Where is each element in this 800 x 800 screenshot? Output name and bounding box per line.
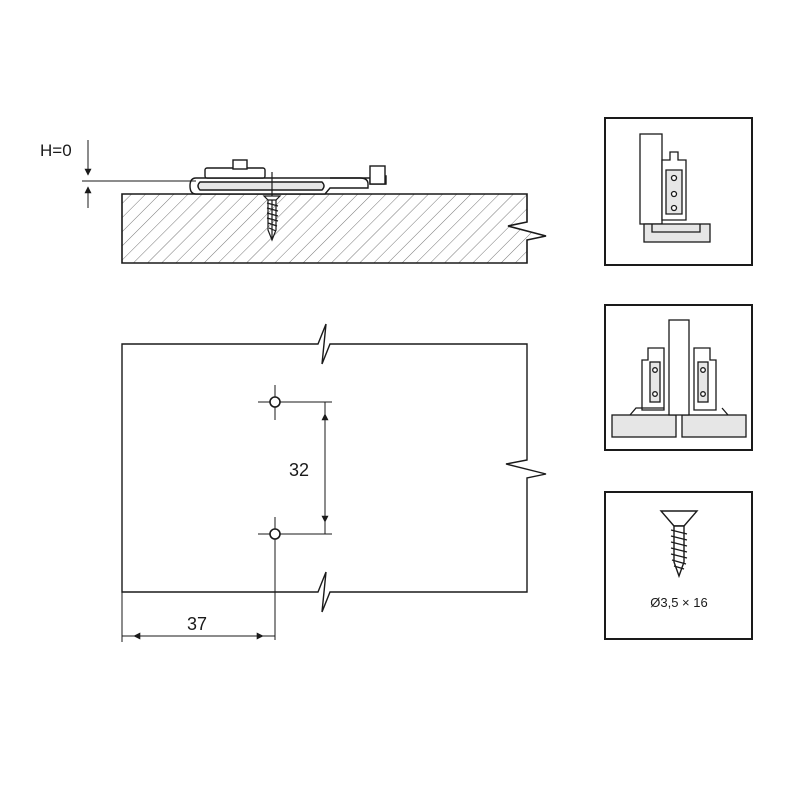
vertical-dim-label: 32 [289,460,309,480]
section-screw [262,172,282,242]
vertical-dimension [280,401,332,535]
height-label: H=0 [40,141,72,160]
panel-section [121,193,547,264]
mounting-plate [189,159,387,195]
section-view: H=0 [40,140,547,264]
plan-view: 32 37 [121,323,547,642]
height-dimension [82,140,196,208]
screw-icon [604,491,753,640]
panel-plan [121,323,547,613]
hinge-pair-view-icon [604,304,753,451]
screw-spec-label: Ø3,5 × 16 [650,595,707,610]
horizontal-dimension [121,592,275,642]
horizontal-dim-label: 37 [187,614,207,634]
hinge-side-view-icon [604,117,753,266]
